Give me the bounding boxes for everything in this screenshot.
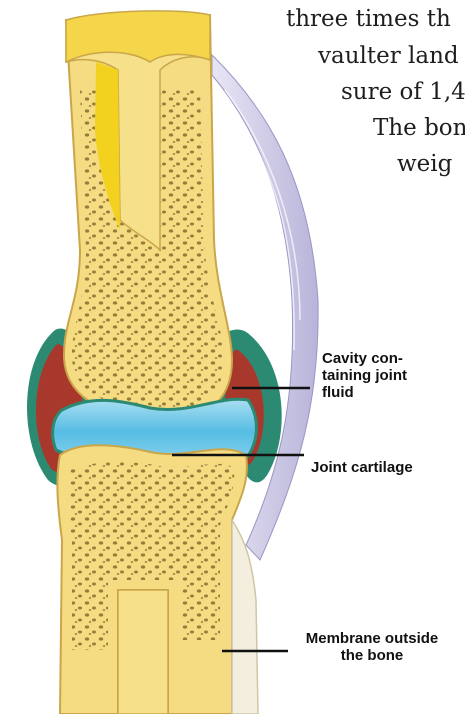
tibia-shaft-cut [118,590,168,714]
femur-top-cap [66,11,210,62]
label-cavity-line-2: taining joint [322,367,407,384]
label-cavity-line-3: fluid [322,384,407,401]
label-cavity-line-1: Cavity con- [322,350,407,367]
label-membrane: Membrane outside the bone [286,630,458,664]
label-membrane-line-2: the bone [286,647,458,664]
label-joint-cartilage: Joint cartilage [311,459,413,476]
label-cavity: Cavity con- taining joint fluid [322,350,407,401]
label-membrane-line-1: Membrane outside [286,630,458,647]
